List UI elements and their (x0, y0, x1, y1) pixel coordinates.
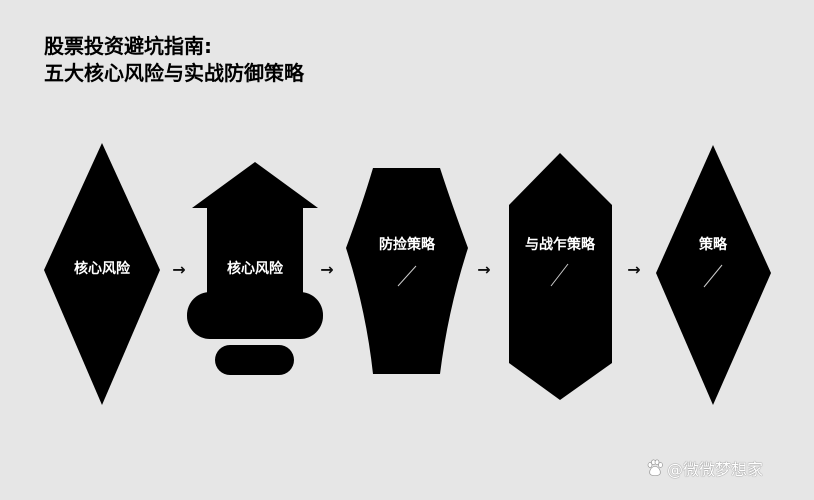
baidu-paw-icon (646, 459, 664, 477)
arrow-right-icon: → (172, 260, 186, 279)
slash-mark-2 (550, 263, 569, 287)
shape-label-3: 防捡策略 (379, 237, 435, 253)
page-title: 股票投资避坑指南: 五大核心风险与实战防御策略 (44, 33, 304, 87)
title-line-2: 五大核心风险与实战防御策略 (44, 61, 304, 85)
title-line-1: 股票投资避坑指南: (44, 34, 212, 58)
watermark-text: @微微梦想家 (667, 460, 764, 479)
shape-label-2: 核心风险 (227, 261, 283, 277)
diamond-shape-1 (44, 143, 160, 405)
slash-mark-3 (703, 264, 723, 288)
shape-label-1: 核心风险 (74, 261, 130, 277)
hexagon-shape (509, 153, 612, 400)
shape-label-5: 策略 (699, 237, 727, 253)
house-arrow-shape (187, 162, 323, 375)
slash-mark-1 (397, 265, 417, 287)
barrel-shape (346, 168, 468, 374)
arrow-right-icon: → (320, 260, 334, 279)
shape-label-4: 与战乍策略 (525, 237, 595, 253)
watermark: @微微梦想家 (646, 456, 763, 480)
arrow-right-icon: → (477, 260, 491, 279)
arrow-right-icon: → (627, 260, 641, 279)
